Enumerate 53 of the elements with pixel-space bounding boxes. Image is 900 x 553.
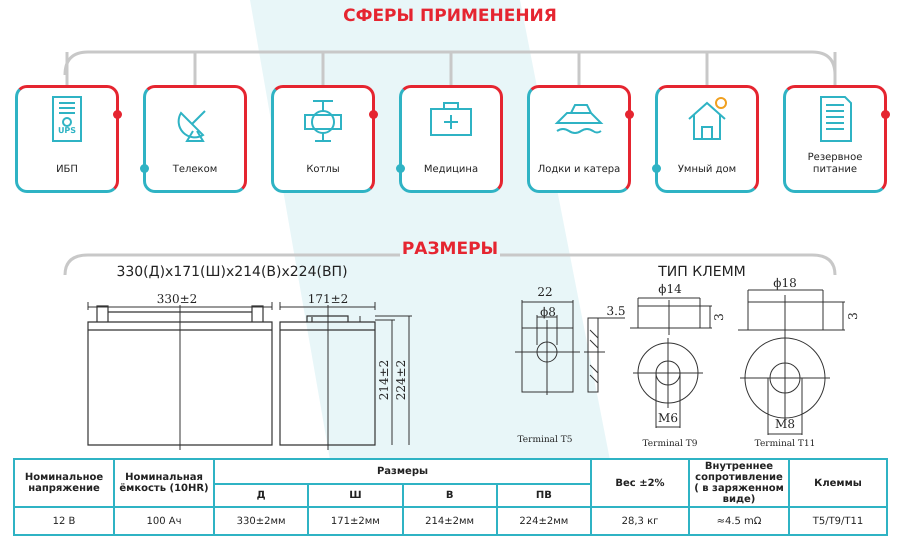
dimension-value: M8 [775,417,795,431]
table-cell: ≈4.5 mΩ [689,507,789,535]
table-header-cell: Ш [308,484,402,507]
card-label: Телеком [172,164,218,176]
application-card [655,85,759,193]
table-header-cell: Размеры [214,459,591,484]
table-header-cell: Внутреннее сопротивление ( в заряженном виде) [689,459,789,507]
dimension-value: M6 [658,411,678,425]
table-cell: 12 В [14,507,114,535]
table-cell: 100 Ач [114,507,214,535]
card-label: Умный дом [676,164,738,176]
card-label: Котлы [305,164,341,176]
application-card [271,85,375,193]
application-card [15,85,119,193]
table-cell: 28,3 кг [591,507,689,535]
terminal-caption: Terminal T11 [754,439,816,449]
application-card [783,85,887,193]
table-header-cell: Клеммы [789,459,887,507]
dimension-value: ϕ8 [540,305,556,319]
table-header-cell: Вес ±2% [591,459,689,507]
dimension-value: 3 [712,313,726,321]
section-title: СФЕРЫ ПРИМЕНЕНИЯ [343,6,557,26]
application-card [143,85,247,193]
table-header-cell: Д [214,484,308,507]
dimension-value: 3 [846,312,860,320]
table-header-cell: В [402,484,497,507]
card-label: Медицина [422,164,480,176]
table-cell: 171±2мм [308,507,402,535]
section-title: РАЗМЕРЫ [402,239,498,259]
table-header-cell: Номинальное напряжение [14,459,114,507]
dimension-value: 3.5 [606,304,626,318]
table-cell: 214±2мм [402,507,497,535]
dimensions-heading: 330(Д)x171(Ш)x214(В)x224(ВП) [116,264,348,280]
dimension-value: ϕ18 [773,276,797,290]
table-cell: 224±2мм [496,507,591,535]
table-cell: T5/T9/T11 [789,507,887,535]
application-card [527,85,631,193]
dimension-value: 214±2 [377,360,391,400]
dimension-value: 224±2 [394,360,408,400]
dimension-value: ϕ14 [658,282,682,296]
terminal-type-heading: ТИП КЛЕММ [658,264,746,280]
icon-caption: UPS [56,126,78,135]
dimension-value: 330±2 [156,292,198,306]
application-card [399,85,503,193]
terminal-caption: Terminal T9 [642,439,698,449]
dimension-value: 171±2 [308,292,348,306]
card-label: Резервное питание [806,152,864,176]
dimension-value: 22 [537,285,553,299]
card-label: ИБП [55,164,79,176]
table-cell: 330±2мм [214,507,308,535]
card-label: Лодки и катера [536,164,622,176]
terminal-caption: Terminal T5 [518,435,572,445]
table-header-cell: Номинальная ёмкость (10HR) [114,459,214,507]
